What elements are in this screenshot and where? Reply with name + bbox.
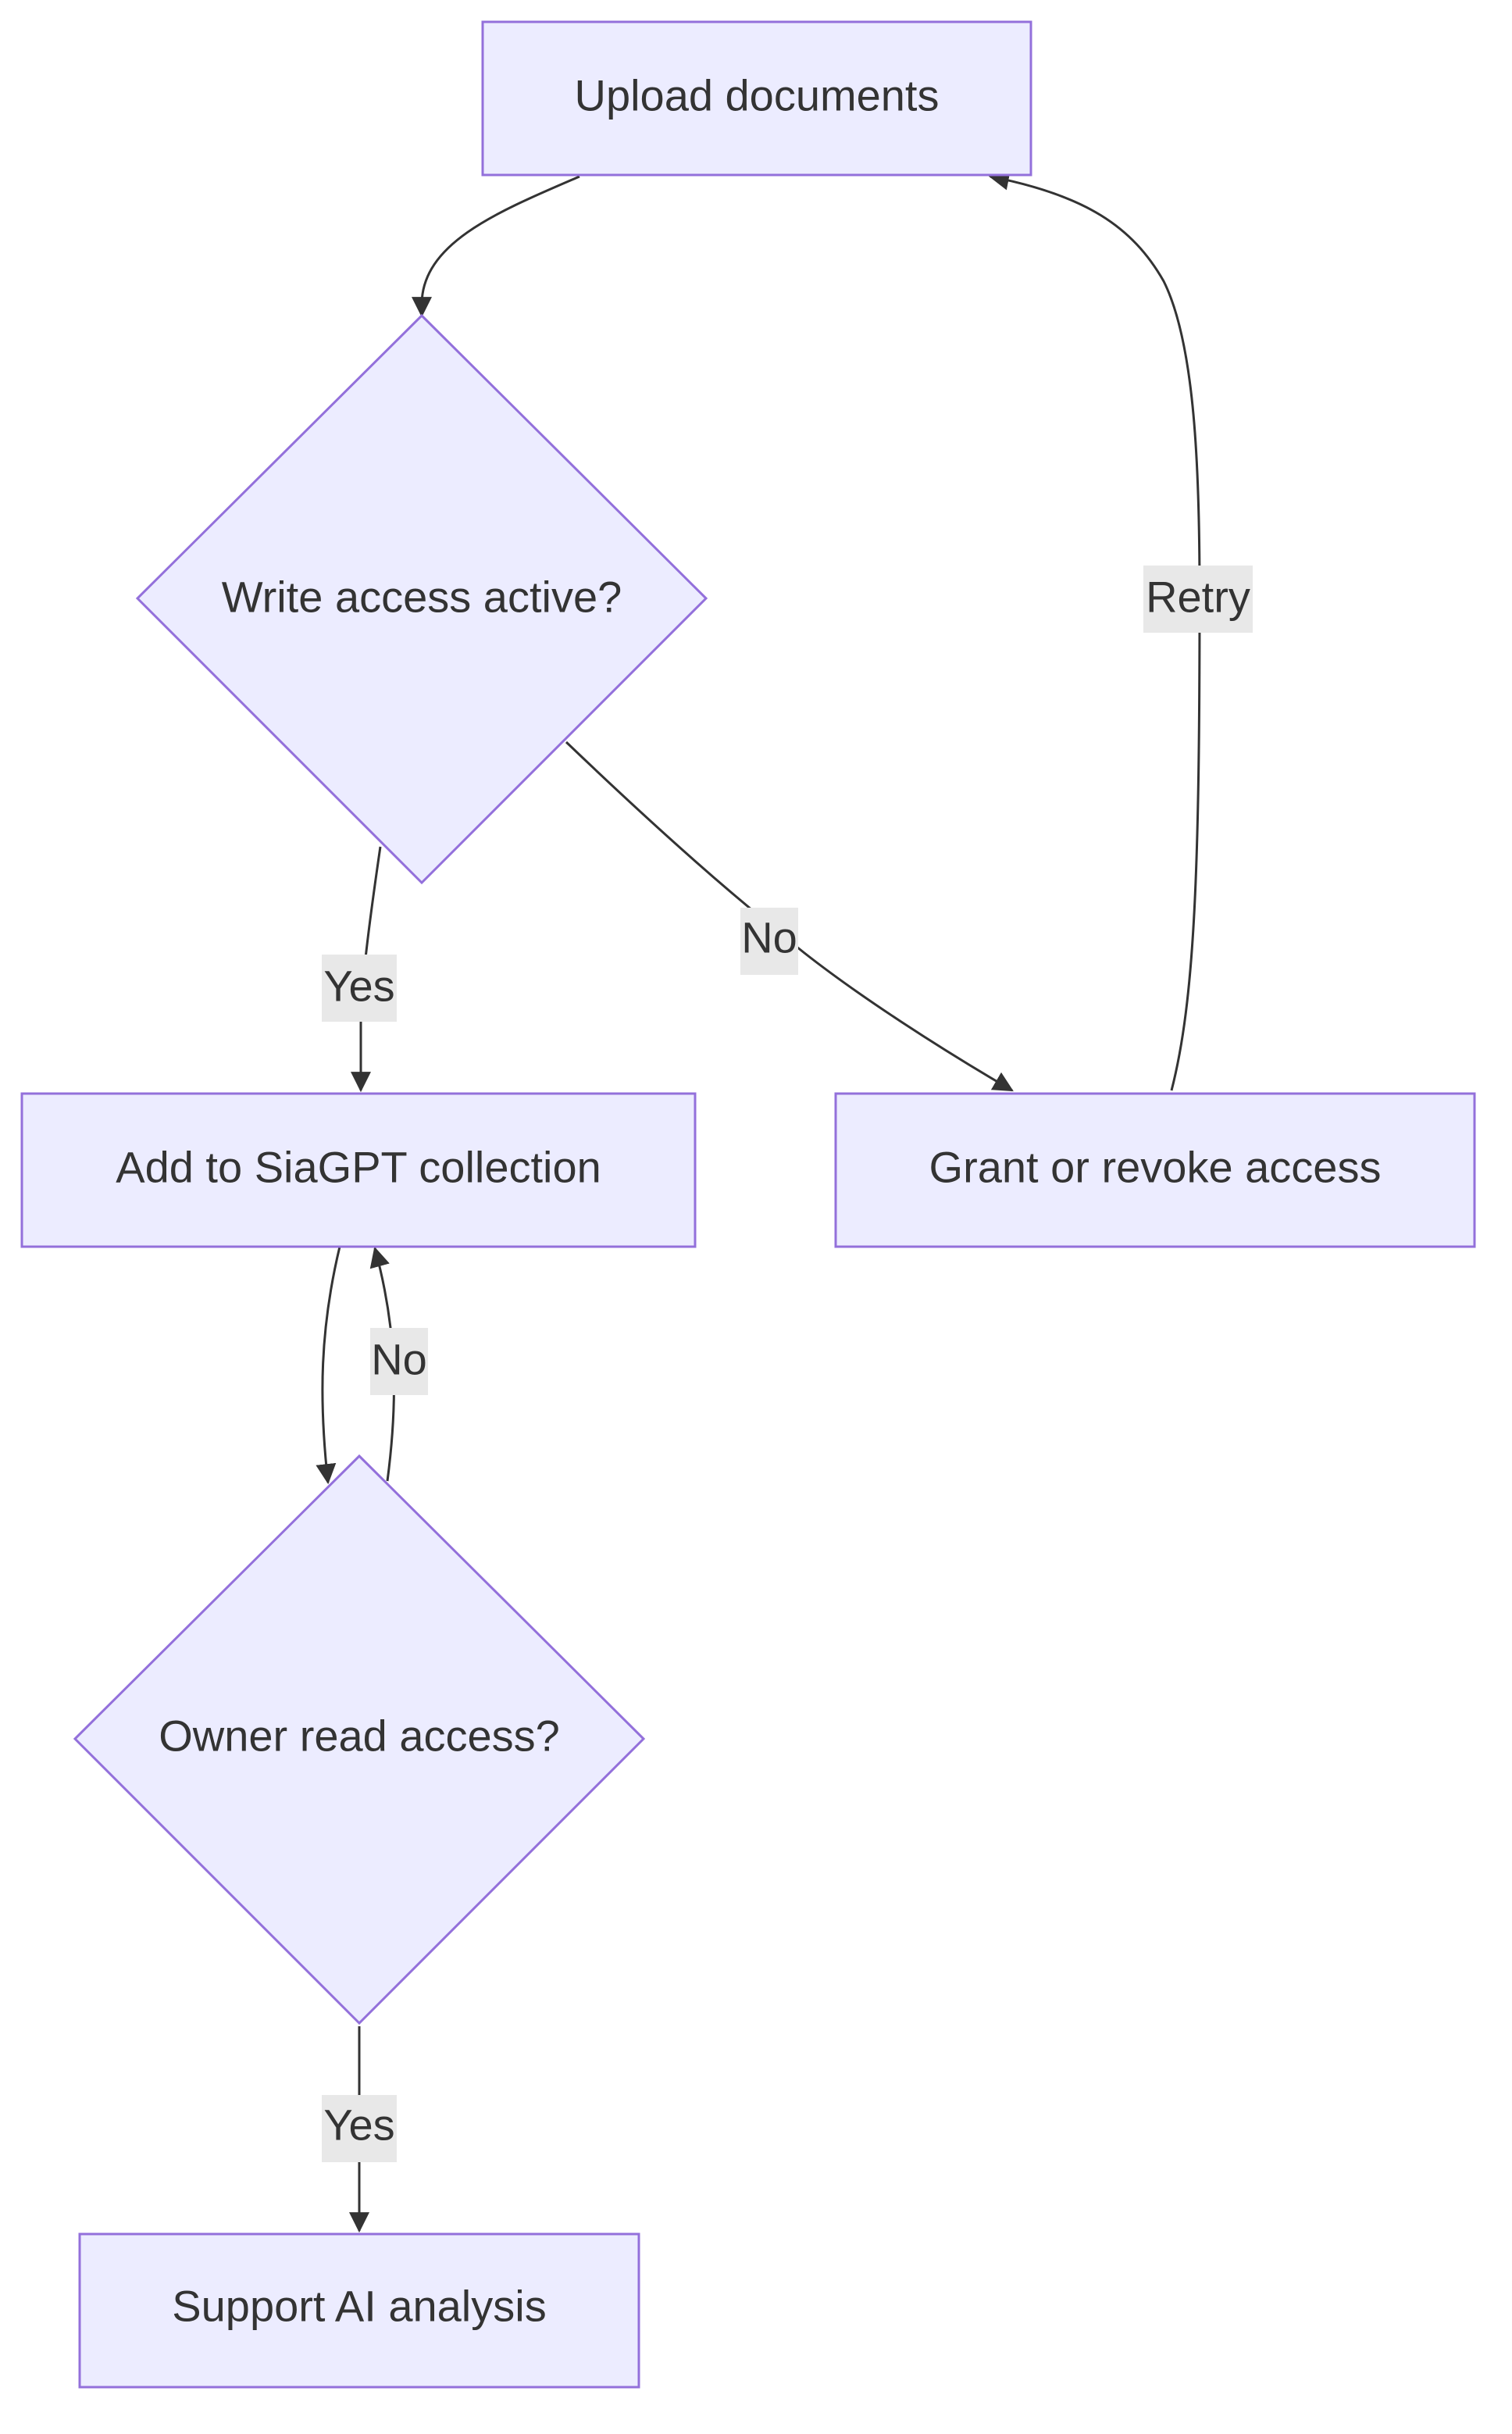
edge-label-no-owner-text: No: [371, 1335, 427, 1384]
edge-label-yes-write-text: Yes: [323, 962, 394, 1011]
node-write-access-check-label: Write access active?: [222, 573, 622, 622]
edge-label-yes-write: Yes: [322, 955, 397, 1022]
node-add-to-collection: Add to SiaGPT collection: [20, 1092, 697, 1248]
node-owner-read-access-check-label: Owner read access?: [159, 1711, 560, 1761]
edge-grant-revoke-to-upload: [988, 170, 1201, 1091]
node-owner-read-access-check: Owner read access?: [73, 1454, 646, 2025]
edge-label-retry: Retry: [1143, 566, 1253, 633]
edge-label-no-owner: No: [370, 1328, 428, 1395]
node-support-ai-analysis: Support AI analysis: [78, 2232, 640, 2389]
node-grant-or-revoke-access: Grant or revoke access: [834, 1092, 1476, 1248]
node-upload-documents: Upload documents: [481, 20, 1032, 177]
edge-label-no-write: No: [740, 908, 798, 975]
edge-label-retry-text: Retry: [1146, 573, 1250, 622]
node-support-ai-analysis-label: Support AI analysis: [172, 2282, 546, 2331]
edge-upload-to-write-check: [412, 175, 580, 318]
edge-write-check-to-grant-revoke: [565, 741, 1014, 1092]
edge-add-collection-to-owner-check: [316, 1246, 341, 1485]
node-grant-or-revoke-access-label: Grant or revoke access: [929, 1143, 1382, 1192]
node-add-to-collection-label: Add to SiaGPT collection: [116, 1143, 601, 1192]
edge-label-yes-owner: Yes: [322, 2095, 397, 2162]
node-write-access-check: Write access active?: [135, 313, 708, 885]
node-upload-documents-label: Upload documents: [575, 71, 940, 120]
edge-label-no-write-text: No: [741, 913, 797, 962]
edge-label-yes-owner-text: Yes: [323, 2100, 394, 2150]
